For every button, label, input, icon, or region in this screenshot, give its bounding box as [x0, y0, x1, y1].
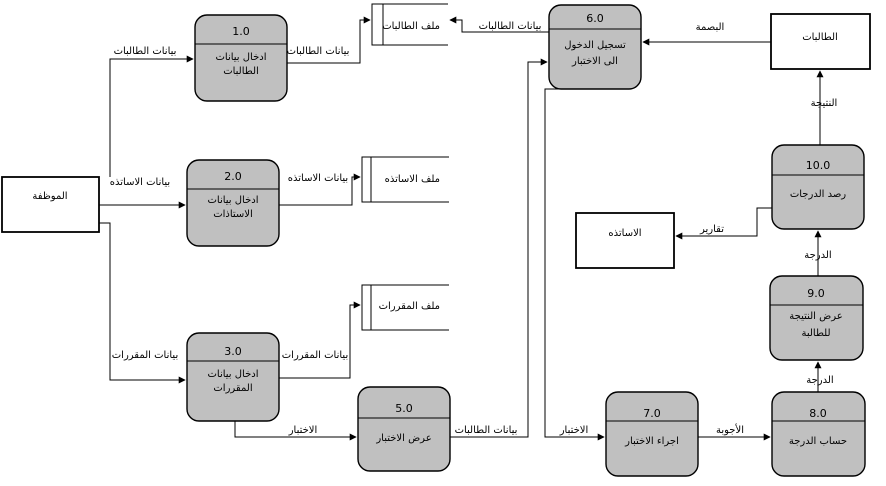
process-5-number: 5.0: [395, 402, 413, 415]
process-9: 9.0 عرض النتيجة للطالبة: [769, 275, 864, 361]
process-3-number: 3.0: [224, 345, 242, 358]
process-8-number: 8.0: [809, 407, 827, 420]
process-5: 5.0 عرض الاختبار: [357, 386, 451, 472]
process-1-number: 1.0: [232, 25, 250, 38]
process-9-name-2: للطالبة: [801, 328, 830, 339]
flow-employee-p1-label: بيانات الطالبات: [114, 46, 177, 57]
flow-employee-p3: [99, 222, 186, 384]
flow-p10-teachers: [675, 207, 772, 240]
process-10-name: رصد الدرجات: [790, 189, 846, 200]
flow-p6-p7-label: الاختبار: [559, 425, 589, 436]
flow-p6-store-students: [449, 16, 549, 33]
flow-p3-p5-label: الاختبار: [288, 425, 318, 436]
process-1-name: ادخال بيانات: [216, 52, 267, 63]
process-3-name-2: المقررات: [213, 383, 252, 394]
process-6-number: 6.0: [586, 12, 604, 25]
flow-p5-p6-label: بيانات الطالبات: [455, 425, 518, 436]
store-students-label: ملف الطالبات: [382, 21, 440, 32]
flow-p6-p7: [544, 88, 610, 441]
process-5-name: عرض الاختبار: [375, 433, 431, 444]
process-2-name-2: الاستاذات: [213, 209, 253, 220]
flow-employee-p1: [109, 55, 194, 177]
process-7: 7.0 اجراء الاختبار: [605, 391, 699, 477]
entity-teachers-label: الاساتذه: [608, 228, 641, 239]
process-7-number: 7.0: [643, 407, 661, 420]
flow-p10-teachers-label: تقارير: [699, 224, 724, 235]
flow-p2-store-teachers: [279, 173, 361, 206]
process-2-name: ادخال بيانات: [208, 195, 259, 206]
process-6-name: تسجيل الدخول: [564, 40, 626, 51]
flow-p7-p8-label: الأجوبة: [716, 423, 744, 436]
flow-p5-p6: [450, 58, 548, 438]
flow-students-p6-label: البصمة: [696, 22, 725, 33]
process-8-name: حساب الدرجة: [789, 436, 847, 447]
process-3-name: ادخال بيانات: [208, 369, 259, 380]
store-students: ملف الطالبات: [371, 3, 448, 46]
flow-p3-store-label: بيانات المقررات: [282, 350, 348, 361]
flow-p10-students-label: النتيجة: [811, 98, 838, 109]
process-10: 10.0 رصد الدرجات: [771, 144, 865, 230]
flow-p1-store-label: بيانات الطالبات: [287, 46, 350, 57]
process-9-number: 9.0: [807, 287, 825, 300]
flow-p2-store-label: بيانات الاساتذه: [288, 173, 348, 184]
entity-teachers: الاساتذه: [575, 212, 675, 269]
flow-p6-store-label: بيانات الطالبات: [479, 21, 542, 32]
entity-students: الطالبات: [770, 13, 871, 70]
flow-p1-store-students: [287, 16, 371, 64]
process-6: 6.0 تسجيل الدخول الى الاختبار: [548, 4, 642, 90]
process-6-name-2: الى الاختبار: [571, 56, 618, 67]
flow-p3-p5: [234, 421, 357, 441]
entity-students-label: الطالبات: [802, 32, 838, 43]
process-7-name: اجراء الاختبار: [624, 436, 679, 447]
process-1: 1.0 ادخال بيانات الطالبات: [194, 14, 288, 102]
process-2: 2.0 ادخال بيانات الاستاذات: [186, 159, 280, 247]
entity-employee-label: الموظفة: [32, 191, 67, 202]
flow-p8-p9-label: الدرجة: [806, 375, 833, 386]
entity-employee: الموظفة: [1, 176, 100, 233]
process-9-name: عرض النتيجة: [789, 311, 842, 322]
process-10-number: 10.0: [806, 159, 831, 172]
store-teachers-label: ملف الاساتذه: [385, 174, 440, 185]
process-2-number: 2.0: [224, 170, 242, 183]
store-courses: ملف المقررات: [361, 284, 449, 331]
flow-p9-p10-label: الدرجة: [804, 250, 831, 261]
process-1-name-2: الطالبات: [223, 66, 259, 77]
process-8: 8.0 حساب الدرجة: [771, 391, 866, 477]
store-teachers: ملف الاساتذه: [361, 156, 449, 203]
flow-employee-p3-label: بيانات المقررات: [112, 350, 178, 361]
store-courses-label: ملف المقررات: [379, 301, 440, 312]
process-3: 3.0 ادخال بيانات المقررات: [186, 332, 280, 422]
flow-p3-store-courses: [279, 301, 361, 379]
flow-employee-p2-label: بيانات الاساتذه: [110, 177, 170, 188]
